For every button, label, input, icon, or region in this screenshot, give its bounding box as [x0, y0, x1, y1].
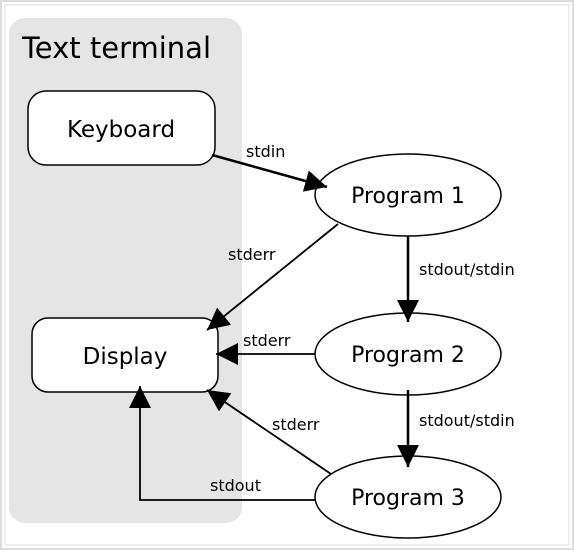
inner-frame — [4, 4, 570, 546]
edge-label-p3-stderr: stderr — [272, 415, 320, 434]
edge-program1-display — [206, 223, 339, 331]
edge-keyboard-program1 — [211, 153, 328, 192]
terminal-title: Text terminal — [21, 31, 211, 65]
edge-label-stdin: stdin — [246, 142, 285, 161]
program-1-label: Program 1 — [351, 184, 465, 209]
edge-label-p1-stderr: stderr — [228, 245, 276, 264]
edge-label-p2-stderr: stderr — [243, 331, 291, 350]
program-3-label: Program 3 — [351, 486, 465, 511]
keyboard-node — [27, 90, 216, 166]
edge-label-p2-p3: stdout/stdin — [419, 411, 515, 430]
edge-label-p3-stdout: stdout — [210, 476, 261, 495]
keyboard-label: Keyboard — [67, 117, 175, 143]
program-2-label: Program 2 — [351, 343, 465, 368]
display-label: Display — [83, 344, 168, 370]
edge-program3-display-stdout — [129, 386, 315, 501]
edge-label-p1-p2: stdout/stdin — [419, 260, 515, 279]
edge-program3-display-stderr — [206, 389, 332, 475]
